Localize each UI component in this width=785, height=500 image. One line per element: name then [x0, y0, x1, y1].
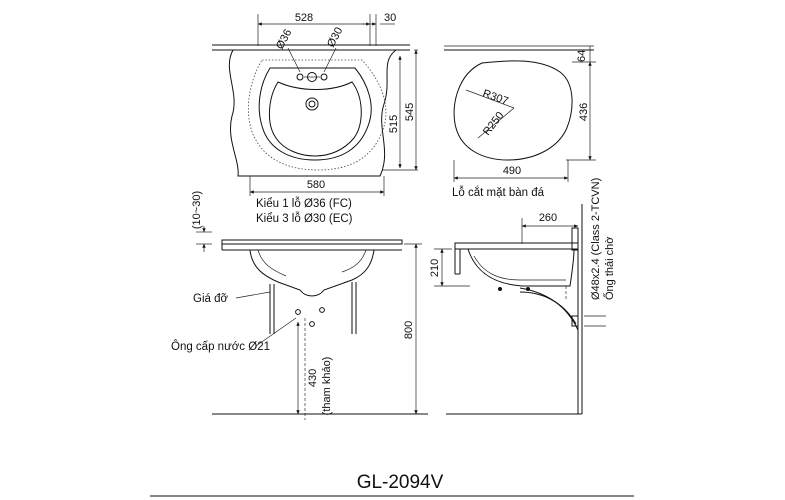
dim-cutout-width: 490 [503, 165, 521, 177]
dim-supply-note: (tham khảo) [321, 357, 333, 416]
dim-depth-inner: 515 [388, 115, 400, 133]
front-view: (10~30) Giá đỡ Ông cấp nước Ø21 430 (tha… [171, 191, 428, 420]
label-hole-36: Ø36 [274, 27, 294, 51]
dim-bowl-depth: 210 [429, 259, 441, 277]
note-one-hole: Kiểu 1 lỗ Ø36 (FC) [256, 197, 352, 210]
dim-supply-height: 430 [307, 369, 319, 387]
dim-gap-right: 30 [384, 12, 396, 24]
label-water-supply: Ông cấp nước Ø21 [171, 340, 270, 353]
dim-bottom-width: 580 [307, 179, 325, 191]
dim-top-width: 528 [295, 12, 313, 24]
label-drain-pipe: Ống thải chờ [602, 237, 616, 300]
dim-cutout-depth: 436 [578, 103, 590, 121]
label-hole-30: Ø30 [325, 25, 345, 49]
label-bracket: Giá đỡ [193, 293, 228, 305]
label-drain-spec: Ø48x2.4 (Class 2-TCVN) [590, 178, 602, 300]
dim-mount-height: 800 [403, 321, 415, 339]
cutout-view: R307 R250 64 436 490 Lỗ cắt mặt bàn đá [444, 45, 596, 199]
dim-projection: 260 [539, 212, 557, 224]
cutout-caption: Lỗ cắt mặt bàn đá [452, 186, 545, 199]
side-view: 260 210 Ø48x2.4 (Class 2-TCVN) Ống thải … [429, 178, 616, 415]
dim-counter-range: (10~30) [191, 191, 203, 229]
top-view: 528 30 Ø36 Ø30 515 545 580 Kiểu 1 lỗ Ø36… [212, 12, 418, 225]
model-code: GL-2094V [357, 472, 444, 493]
label-radius-250: R250 [481, 110, 507, 138]
dim-cutout-offset: 64 [576, 50, 588, 62]
label-radius-307: R307 [481, 88, 510, 108]
dim-depth-outer: 545 [404, 103, 416, 121]
note-three-hole: Kiểu 3 lỗ Ø30 (EC) [256, 212, 353, 225]
